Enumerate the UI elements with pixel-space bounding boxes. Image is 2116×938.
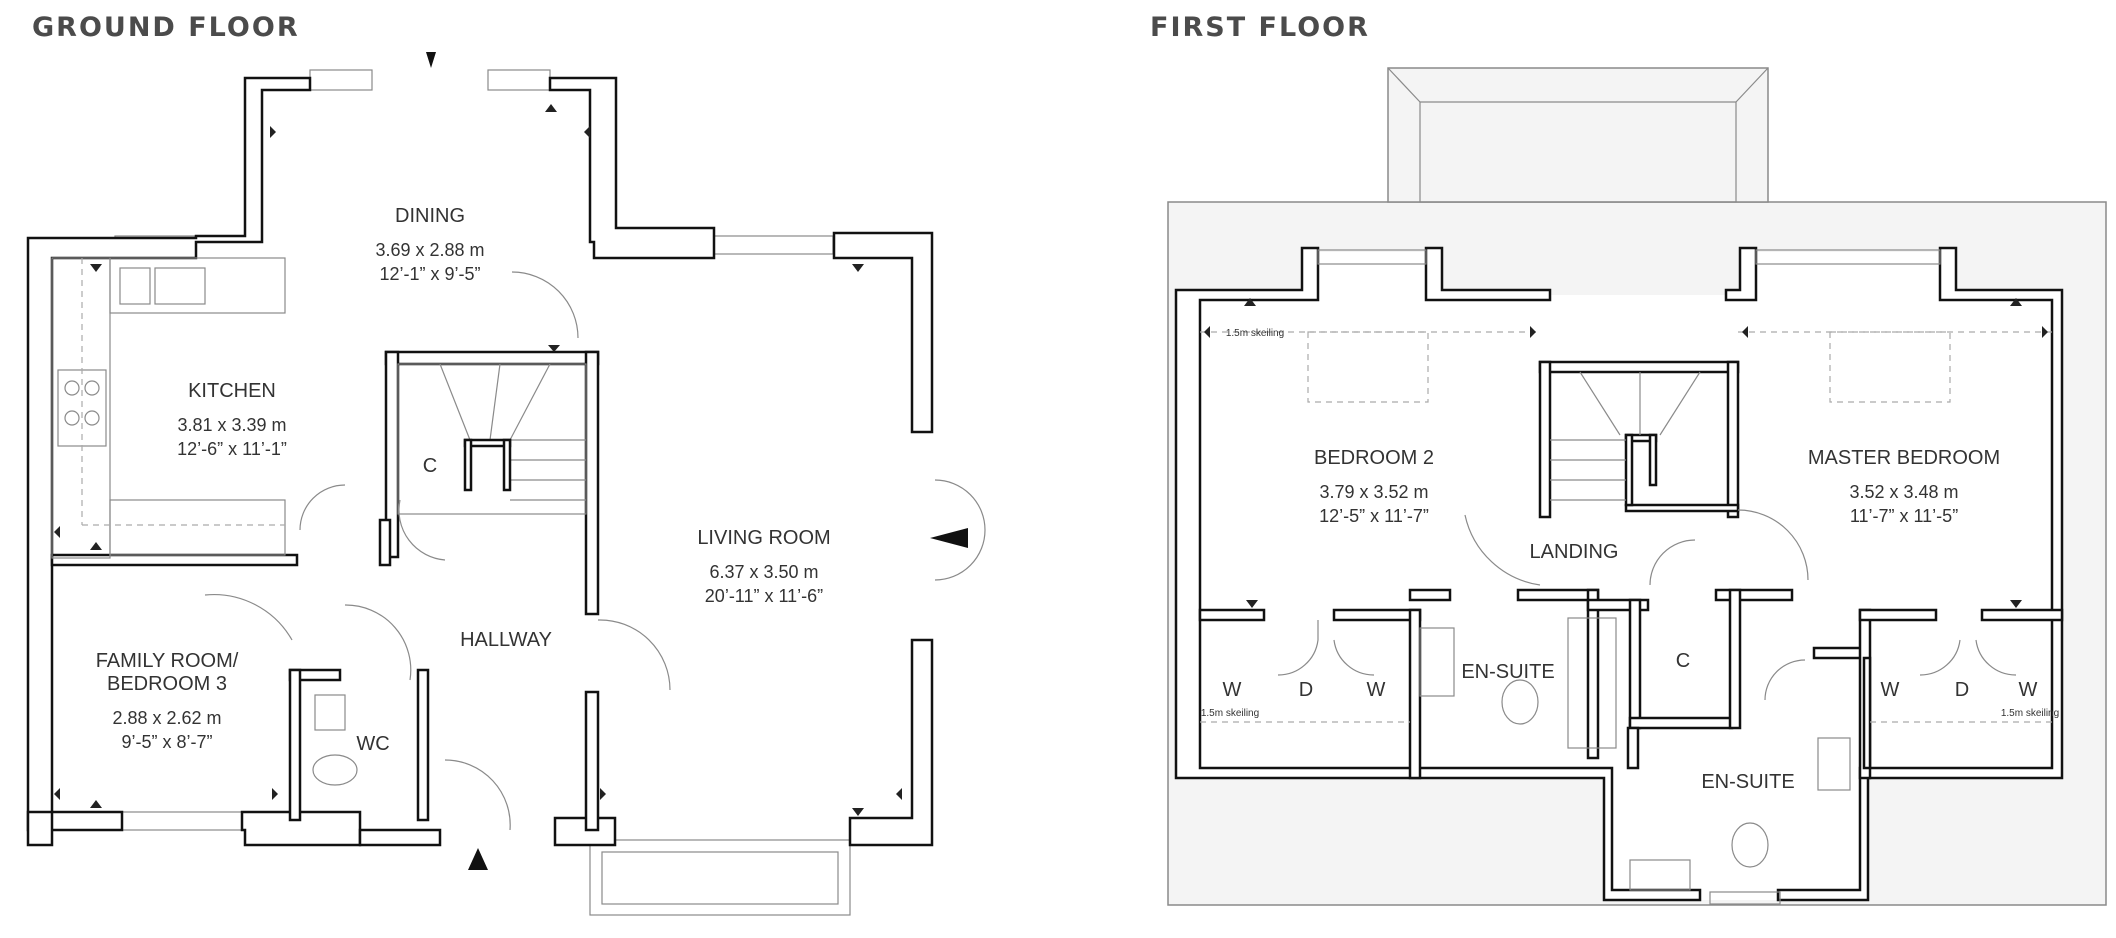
- skeiling-note-1: 1.5m skeiling: [1226, 328, 1284, 339]
- first-floor-heading: FIRST FLOOR: [1150, 12, 1370, 43]
- stair-wall-top: [384, 350, 600, 366]
- landing-label: LANDING: [1530, 541, 1619, 563]
- family-room-label-1: FAMILY ROOM/: [96, 650, 239, 672]
- bedroom2-label: BEDROOM 2: [1314, 447, 1434, 469]
- garden-entry-arrow: [426, 52, 436, 68]
- skeiling-note-3: 1.5m skeiling: [2001, 708, 2059, 719]
- wardrobe-left-w1: W: [1223, 679, 1242, 701]
- bedroom2-imperial: 12’-5” x 11’-7”: [1319, 506, 1429, 526]
- living-room-imperial: 20’-11” x 11’-6”: [705, 586, 823, 606]
- living-room-label: LIVING ROOM: [697, 527, 830, 549]
- living-hall-wall: [584, 350, 600, 616]
- kitchen-metric: 3.81 x 3.39 m: [177, 415, 286, 435]
- wc-toilet-icon: [312, 754, 358, 786]
- bath-icon: [1567, 617, 1617, 749]
- ground-floor-heading: GROUND FLOOR: [32, 12, 300, 43]
- ensuite2-toilet-icon: [1731, 822, 1769, 868]
- wardrobe-left-w2: W: [1367, 679, 1386, 701]
- living-room-metric: 6.37 x 3.50 m: [709, 562, 818, 582]
- wardrobe-right-d: D: [1955, 679, 1969, 701]
- ensuite2-label: EN-SUITE: [1701, 771, 1794, 793]
- ground-floor-plan: DINING 3.69 x 2.88 m 12’-1” x 9’-5” KITC…: [26, 52, 986, 916]
- ensuite1-toilet-icon: [1501, 679, 1539, 725]
- roof-dormer: [1387, 67, 1769, 203]
- dining-window: [309, 69, 373, 91]
- first-cupboard-label: C: [1676, 650, 1690, 672]
- sink-icon: [119, 267, 151, 305]
- wc-label: WC: [356, 733, 389, 755]
- ensuite1-label: EN-SUITE: [1461, 661, 1554, 683]
- first-floor-plan: 1.5m skeiling 1.5m skeiling 1.5m skeilin…: [1167, 67, 2107, 906]
- master-bedroom-label: MASTER BEDROOM: [1808, 447, 2000, 469]
- kitchen-label: KITCHEN: [188, 380, 276, 402]
- hallway-label: HALLWAY: [460, 629, 552, 651]
- master-bedroom-metric: 3.52 x 3.48 m: [1849, 482, 1958, 502]
- wardrobe-right-w1: W: [1881, 679, 1900, 701]
- bedroom2-metric: 3.79 x 3.52 m: [1319, 482, 1428, 502]
- front-entry-arrow: [468, 848, 488, 870]
- ground-cupboard-label: C: [423, 455, 437, 477]
- family-room-imperial: 9’-5” x 8’-7”: [121, 732, 212, 752]
- first-outer-wall: [1174, 246, 1702, 902]
- family-window: [121, 811, 243, 831]
- living-bay: [589, 839, 851, 916]
- family-room-metric: 2.88 x 2.62 m: [112, 708, 221, 728]
- ground-staircase: [397, 363, 587, 515]
- ensuite2-basin: [1817, 737, 1851, 791]
- dining-label: DINING: [395, 205, 465, 227]
- kitchen-imperial: 12’-6” x 11’-1”: [177, 439, 287, 459]
- dining-metric: 3.69 x 2.88 m: [375, 240, 484, 260]
- family-room-label-2: BEDROOM 3: [107, 673, 227, 695]
- wardrobe-right-w2: W: [2019, 679, 2038, 701]
- master-bedroom-imperial: 11’-7” x 11’-5”: [1850, 506, 1958, 526]
- wardrobe-left-d: D: [1299, 679, 1313, 701]
- side-entry-arrow: [930, 528, 968, 548]
- living-window-top: [712, 235, 834, 255]
- ensuite1-basin: [1419, 627, 1455, 697]
- skeiling-note-2: 1.5m skeiling: [1201, 708, 1259, 719]
- dining-imperial: 12’-1” x 9’-5”: [379, 264, 480, 284]
